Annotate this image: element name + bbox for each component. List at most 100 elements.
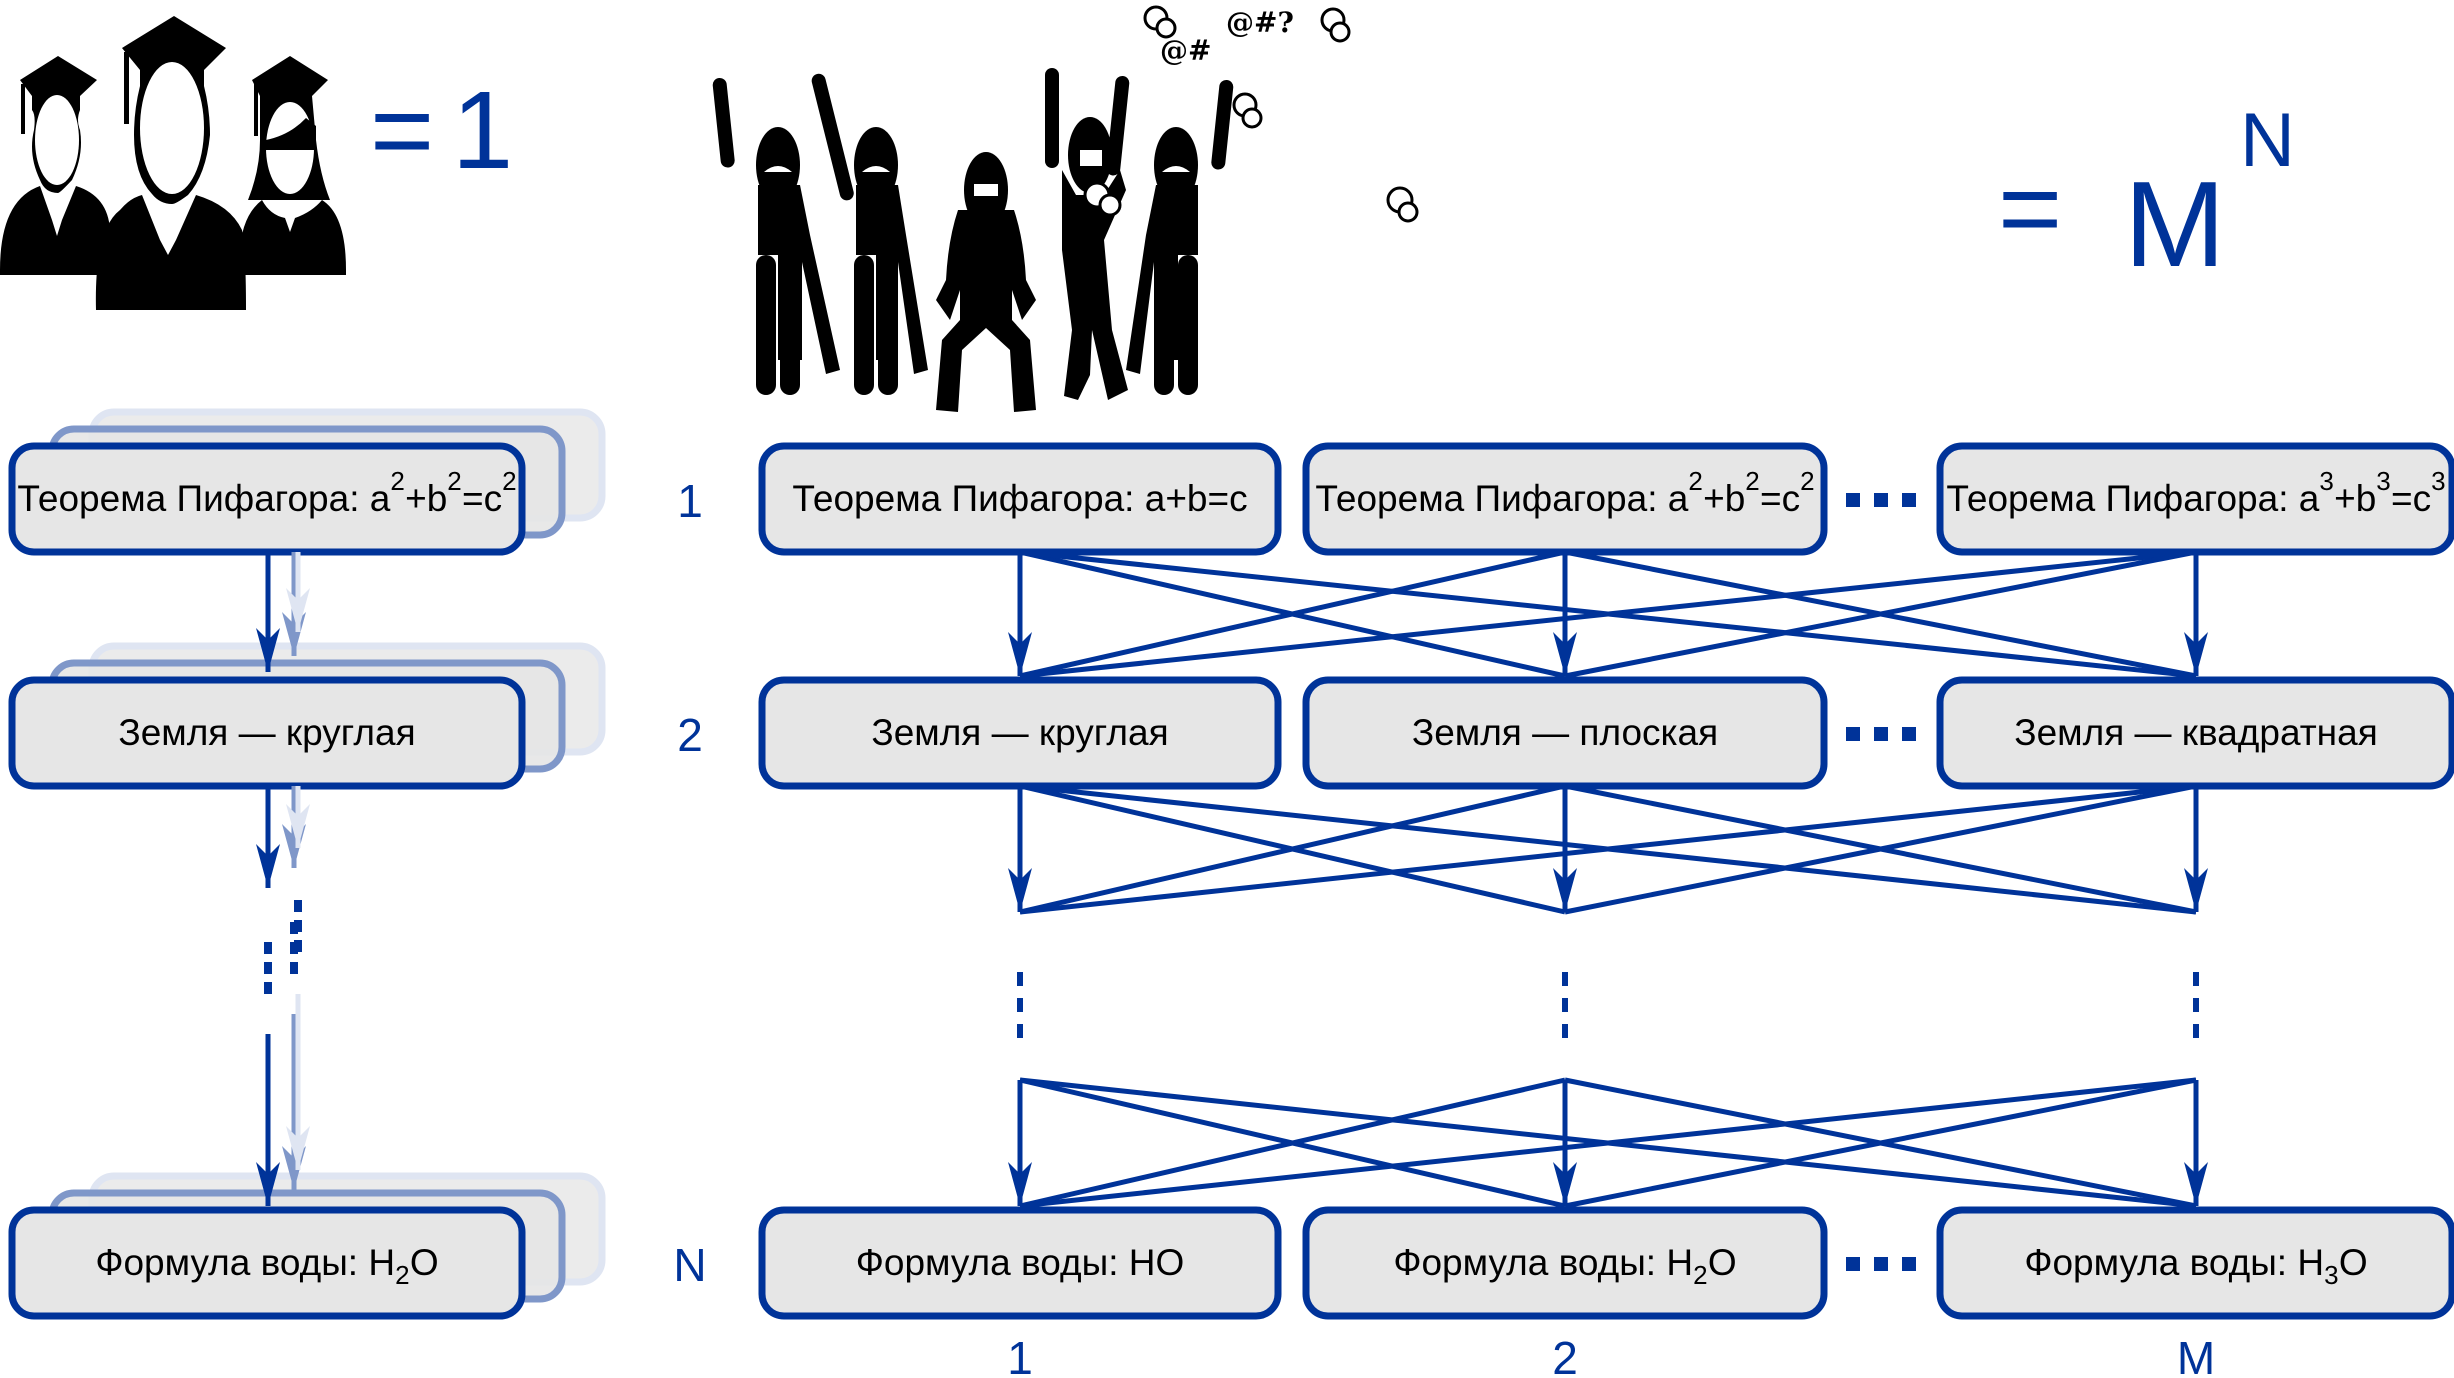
formula-base: +b: [405, 478, 447, 519]
ellipsis-dot: [1874, 727, 1888, 741]
variant-box-label-text: Теорема Пифагора:: [1315, 478, 1667, 519]
left-arrow-main-head: [256, 628, 280, 672]
variant-box-label: Теорема Пифагора: a3 +b3 =c3: [1946, 466, 2445, 519]
left-box-label-1-text: Теорема Пифагора:: [17, 478, 369, 519]
formula-base: +b: [2334, 478, 2376, 519]
row-label-1: 1: [677, 475, 703, 527]
formula-base: O: [2339, 1242, 2368, 1283]
left-box-group-2: Земля — круглая: [8, 642, 606, 790]
variant-box-label-text: Теорема Пифагора: a+b=c: [792, 478, 1247, 519]
left-ellipsis-dot: [264, 962, 272, 974]
left-box-group-N: Формула воды: H2 O: [8, 1172, 606, 1320]
variant-box: [1302, 1206, 1828, 1320]
variant-box-M-1: Теорема Пифагора: a3 +b3 =c3: [1936, 442, 2454, 556]
edge-straight-arrow-head: [1553, 632, 1577, 676]
variant-box-label-text: Земля — квадратная: [2014, 712, 2377, 753]
formula-base: =c: [1760, 478, 1800, 519]
superscript: 2: [1688, 466, 1702, 496]
superscript: 3: [2431, 466, 2445, 496]
column-ellipsis-dot: [2193, 998, 2199, 1012]
left-ellipsis-dot: [264, 982, 272, 994]
row-label-N: N: [673, 1239, 706, 1291]
variant-box-M-2: Земля — квадратная: [1936, 676, 2454, 790]
superscript: 2: [447, 466, 461, 496]
variant-box: [758, 676, 1282, 790]
ellipsis-dot: [1874, 1257, 1888, 1271]
formula-base: =c: [2391, 478, 2431, 519]
steam-puff-icons: [1083, 5, 1419, 223]
column-ellipsis-dot: [1017, 972, 1023, 986]
variant-box-label: Теорема Пифагора: a+b=c: [792, 478, 1247, 519]
edge-cross: [1019, 549, 1566, 679]
ellipsis-dot: [1902, 493, 1916, 507]
ellipsis-dot: [1902, 727, 1916, 741]
variant-box-label: Земля — круглая: [871, 712, 1168, 753]
left-arrow-light-head: [286, 1126, 310, 1170]
left-box-group-1: Теорема Пифагора: a2 +b2 =c2: [8, 408, 606, 556]
left-box-label-2: Земля — круглая: [118, 712, 415, 753]
left-box-label-N: Формула воды: H2 O: [95, 1242, 438, 1290]
graduate-left-icon: [0, 56, 110, 275]
formula-base: +b: [1703, 478, 1745, 519]
left-equals-sign: =: [370, 69, 434, 192]
formula-base: O: [410, 1242, 439, 1283]
ellipsis-dot: [1846, 727, 1860, 741]
formula-base: =c: [462, 478, 502, 519]
edge-cross: [1019, 783, 2197, 915]
formula-base: a: [370, 478, 391, 519]
superscript: 2: [390, 466, 404, 496]
horizontal-ellipsis: [1846, 1257, 1916, 1271]
variant-box-2-2: Земля — плоская: [1302, 676, 1828, 790]
left-equation-value: 1: [452, 69, 513, 192]
variant-box-2-1: Теорема Пифагора: a2 +b2 =c2: [1302, 442, 1828, 556]
angry-person-2-icon: [811, 73, 928, 395]
crowd-exclamation-1: @#: [1160, 34, 1211, 67]
column-ellipsis-dot: [1562, 1024, 1568, 1038]
edge-cross: [1019, 1077, 1566, 1209]
left-ellipsis-dot: [264, 942, 272, 954]
variant-box-label-text: Земля — плоская: [1412, 712, 1718, 753]
graduate-center-icon: [95, 16, 246, 310]
left-arrow-light-head: [286, 804, 310, 848]
angry-person-4-icon: [1045, 68, 1130, 400]
formula-base: H: [1666, 1242, 1693, 1283]
formula-base: a: [2299, 478, 2320, 519]
edge-cross: [1019, 783, 1566, 915]
column-ellipsis-dot: [1562, 998, 1568, 1012]
right-transition-edges: [1008, 549, 2208, 1209]
left-ellipsis-dot: [294, 920, 302, 932]
ellipsis-dot: [1846, 493, 1860, 507]
edge-straight-arrow-head: [2184, 868, 2208, 912]
variant-box-label-text: Теорема Пифагора:: [1946, 478, 2298, 519]
variant-box-label-text: Формула воды:: [1393, 1242, 1666, 1283]
variant-box-label: Формула воды: H3 O: [2024, 1242, 2367, 1290]
superscript: 2: [1800, 466, 1814, 496]
subscript: 2: [1693, 1260, 1707, 1290]
variant-box-label-text: Формула воды:: [2024, 1242, 2297, 1283]
left-ellipsis-dot: [294, 900, 302, 912]
left-column-stack: Теорема Пифагора: a2 +b2 =c2 Земля — кру…: [8, 408, 606, 1320]
ellipsis-dot: [1902, 1257, 1916, 1271]
variant-box-label: Земля — плоская: [1412, 712, 1718, 753]
edge-cross: [1019, 549, 2197, 679]
left-ellipsis-dot: [294, 940, 302, 952]
row-labels: 12N: [673, 475, 706, 1291]
angry-person-5-icon: [1126, 79, 1234, 395]
variant-box-1-2: Земля — круглая: [758, 676, 1282, 790]
column-label-2: 2: [1552, 1332, 1578, 1378]
column-ellipsis-dot: [1017, 998, 1023, 1012]
formula-base: H: [368, 1242, 395, 1283]
edge-straight-arrow-head: [1008, 868, 1032, 912]
horizontal-ellipsis: [1846, 727, 1916, 741]
crowd-exclamation-2: @#?: [1226, 6, 1294, 39]
graduate-right-icon: [239, 56, 346, 275]
variant-box-label: Теорема Пифагора: a2 +b2 =c2: [1315, 466, 1814, 519]
horizontal-ellipsis: [1846, 493, 1916, 507]
variant-box-1-1: Теорема Пифагора: a+b=c: [758, 442, 1282, 556]
right-equation-exponent: N: [2240, 98, 2295, 183]
column-ellipsis-dot: [2193, 1024, 2199, 1038]
left-arrow-main-head: [256, 1162, 280, 1206]
column-ellipsis-dot: [2193, 972, 2199, 986]
left-ellipsis-dot: [290, 962, 298, 974]
